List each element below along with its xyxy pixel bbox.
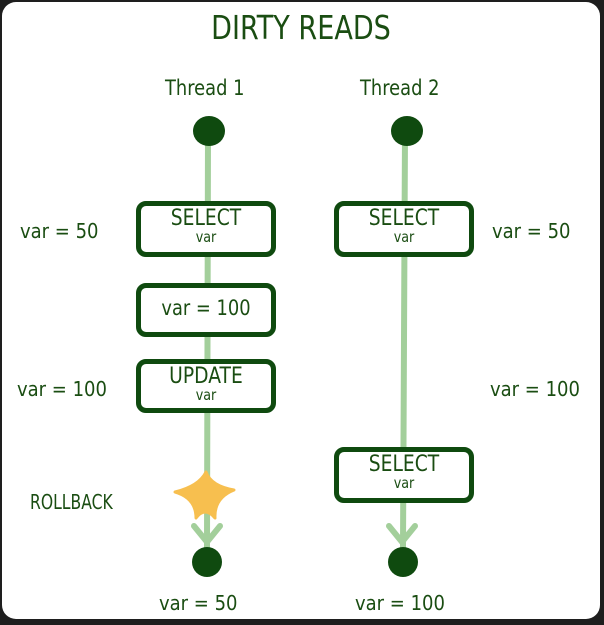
thread2-label: Thread 2: [360, 76, 440, 100]
box-operation: UPDATE: [169, 364, 243, 389]
thread1-arrowhead: [191, 523, 223, 545]
timeline-graphics: [173, 116, 423, 577]
thread1-final-value: var = 50: [159, 591, 238, 615]
thread1-assign-box: var = 100: [136, 283, 276, 337]
box-assignment: var = 100: [161, 296, 251, 320]
rollback-label: ROLLBACK: [30, 490, 113, 514]
thread2-start-dot: [391, 116, 423, 146]
diagram-canvas: DIRTY READS Thread 1 Thread 2 SELECT var…: [2, 2, 600, 619]
thread2-arrowhead: [386, 523, 418, 545]
thread2-annotation-midpoint: var = 100: [490, 377, 580, 401]
thread2-annotation-select: var = 50: [492, 219, 571, 243]
thread2-second-select-box: SELECT var: [334, 447, 474, 503]
thread1-label: Thread 1: [165, 76, 245, 100]
thread2-final-value: var = 100: [355, 591, 445, 615]
box-variable: var: [195, 228, 217, 246]
box-variable: var: [393, 228, 415, 246]
thread1-annotation-select: var = 50: [20, 219, 99, 243]
box-variable: var: [393, 474, 415, 492]
box-operation: SELECT: [368, 452, 440, 477]
thread2-select-box: SELECT var: [334, 201, 474, 257]
thread1-update-box: UPDATE var: [136, 359, 276, 413]
thread1-annotation-update: var = 100: [17, 377, 107, 401]
diagram-title: DIRTY READS: [211, 8, 391, 47]
thread2-end-dot: [388, 547, 418, 577]
box-operation: SELECT: [368, 206, 440, 231]
box-operation: SELECT: [170, 206, 242, 231]
thread1-select-box: SELECT var: [136, 201, 276, 257]
thread1-start-dot: [193, 116, 225, 146]
box-variable: var: [195, 386, 217, 404]
thread1-end-dot: [192, 547, 222, 577]
star-icon: [173, 470, 236, 520]
